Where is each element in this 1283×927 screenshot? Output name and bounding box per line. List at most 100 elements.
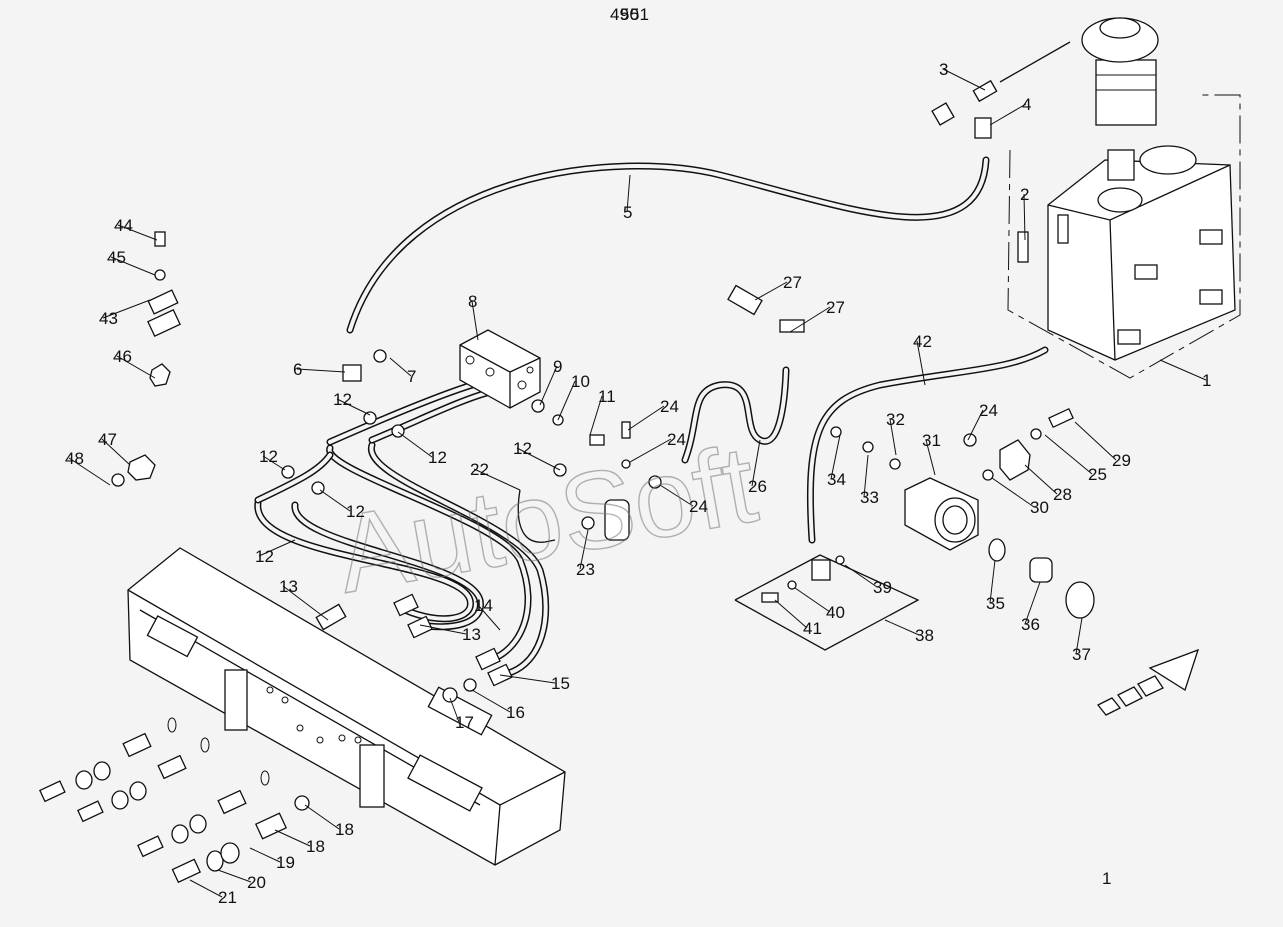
leader-line-13 <box>419 624 467 635</box>
leader-line-18 <box>304 804 340 830</box>
leader-line-18 <box>274 829 311 847</box>
leader-line-35 <box>989 559 996 604</box>
callout-19: 19 <box>276 853 295 872</box>
leader-line-39 <box>844 564 878 588</box>
leader-line-8 <box>471 300 479 341</box>
callout-29: 29 <box>1112 451 1131 470</box>
callout-5: 5 <box>623 203 632 222</box>
leader-line-12 <box>258 539 296 557</box>
callout-42: 42 <box>913 332 932 351</box>
callout-24: 24 <box>689 497 708 516</box>
callout-28: 28 <box>1053 485 1072 504</box>
leader-line-12 <box>516 447 561 471</box>
leader-line-48 <box>68 457 111 486</box>
leader-line-26 <box>751 439 761 487</box>
leader-line-10 <box>557 380 576 421</box>
leader-line-32 <box>889 418 897 456</box>
callout-27: 27 <box>783 273 802 292</box>
leader-line-31 <box>925 439 936 476</box>
callout-34: 34 <box>827 470 846 489</box>
callout-37: 37 <box>1072 645 1091 664</box>
callout-47: 47 <box>98 430 117 449</box>
callout-6: 6 <box>293 360 302 379</box>
callout-25: 25 <box>1088 465 1107 484</box>
leader-line-33 <box>863 454 869 498</box>
callout-27: 27 <box>826 298 845 317</box>
leader-line-36 <box>1024 581 1041 625</box>
callout-13: 13 <box>462 625 481 644</box>
leader-line-24 <box>659 484 694 507</box>
callout-40: 40 <box>826 603 845 622</box>
leader-line-1 <box>1159 359 1207 381</box>
leader-line-23 <box>579 529 589 570</box>
leader-line-41 <box>774 599 808 629</box>
callout-46: 46 <box>113 347 132 366</box>
valve-block <box>459 329 541 409</box>
callout-32: 32 <box>886 410 905 429</box>
callout-13: 13 <box>279 577 298 596</box>
leader-line-30 <box>991 477 1035 508</box>
leader-line-25 <box>1044 434 1093 475</box>
callout-7: 7 <box>407 367 416 386</box>
callout-11: 11 <box>598 387 616 406</box>
leader-line-13 <box>282 585 329 621</box>
leader-line-14 <box>477 604 501 631</box>
leader-line-15 <box>499 674 556 684</box>
callout-35: 35 <box>986 594 1005 613</box>
callout-51: 51 <box>630 5 649 24</box>
leader-line-9 <box>539 365 558 406</box>
callout-38: 38 <box>915 626 934 645</box>
callout-12: 12 <box>346 502 365 521</box>
leader-line-42 <box>916 340 926 386</box>
leader-line-12 <box>319 489 351 512</box>
leader-line-2 <box>1023 193 1026 241</box>
callout-18: 18 <box>306 837 325 856</box>
leader-line-19 <box>249 847 281 863</box>
callout-12: 12 <box>513 439 532 458</box>
callout-24: 24 <box>979 401 998 420</box>
leader-line-22 <box>473 468 521 491</box>
callout-24: 24 <box>667 430 686 449</box>
hydraulic-tank <box>1007 94 1241 379</box>
callout-18: 18 <box>335 820 354 839</box>
callout-12: 12 <box>333 390 352 409</box>
callout-26: 26 <box>748 477 767 496</box>
callout-17: 17 <box>455 713 474 732</box>
callout-20: 20 <box>247 873 266 892</box>
leader-line-27 <box>754 281 788 301</box>
callout-44: 44 <box>114 216 133 235</box>
leader-line-27 <box>789 306 831 333</box>
leader-line-11 <box>589 395 603 436</box>
callout-36: 36 <box>1021 615 1040 634</box>
fittings <box>111 231 1074 703</box>
leader-line-12 <box>262 455 286 471</box>
leader-line-45 <box>110 256 156 276</box>
callout-10: 10 <box>571 372 590 391</box>
leader-line-4 <box>989 103 1027 126</box>
callout-43: 43 <box>99 309 118 328</box>
callout-1: 1 <box>1202 371 1211 390</box>
callout-31: 31 <box>922 431 941 450</box>
leader-line-29 <box>1074 421 1117 461</box>
page-number: 1 <box>1102 869 1111 888</box>
callout-8: 8 <box>468 292 477 311</box>
callout-41: 41 <box>803 619 822 638</box>
leader-line-37 <box>1075 617 1083 655</box>
callout-39: 39 <box>873 578 892 597</box>
callout-9: 9 <box>553 357 562 376</box>
callout-24: 24 <box>660 397 679 416</box>
callout-48: 48 <box>65 449 84 468</box>
leader-line-28 <box>1024 464 1058 495</box>
leader-line-16 <box>471 689 511 713</box>
leader-line-24 <box>629 438 672 463</box>
callout-12: 12 <box>428 448 447 467</box>
callout-45: 45 <box>107 248 126 267</box>
pump-assembly <box>734 439 1095 651</box>
hoses <box>254 156 1049 679</box>
leader-line-24 <box>627 405 665 431</box>
callout-2: 2 <box>1020 185 1029 204</box>
quick-couplings <box>39 717 310 884</box>
leader-line-40 <box>794 587 831 613</box>
